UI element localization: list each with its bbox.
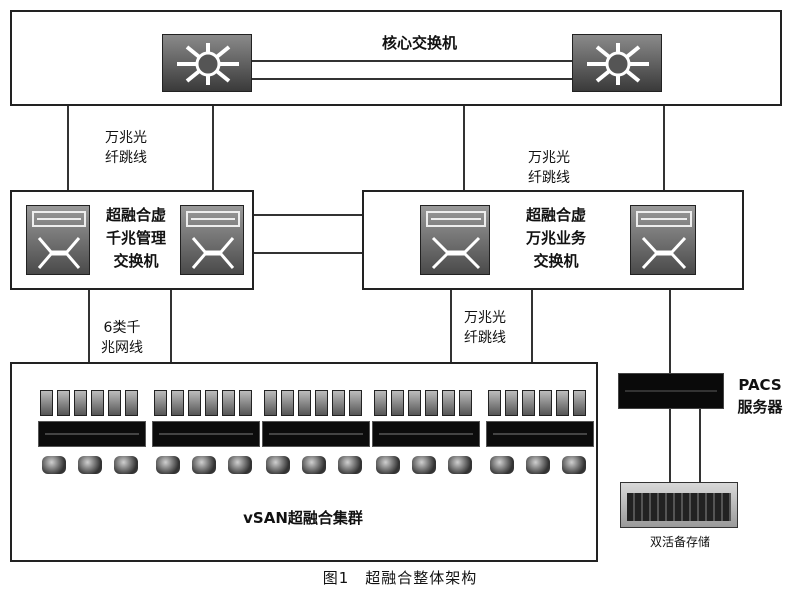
cluster-title: vSAN超融合集群: [243, 509, 363, 527]
disk-drive: [239, 390, 252, 416]
disk-drive: [125, 390, 138, 416]
server-chassis: [38, 421, 146, 447]
component-icon: [78, 456, 102, 474]
component-icon: [526, 456, 550, 474]
component-icon: [114, 456, 138, 474]
disk-drive: [154, 390, 167, 416]
disk-drive: [264, 390, 277, 416]
disk-drive: [539, 390, 552, 416]
link-pacs-storage-1: [669, 409, 671, 483]
disk-drive: [222, 390, 235, 416]
disk-drive: [505, 390, 518, 416]
link-core-biz-1: [463, 106, 465, 190]
core-switch-left-icon: [162, 34, 252, 92]
storage-title: 双活备存储: [649, 535, 710, 549]
server-node: [152, 390, 262, 480]
label-core-biz: 万兆光 纤跳线: [528, 150, 570, 186]
disk-drive: [425, 390, 438, 416]
storage-icon: [620, 482, 738, 528]
mgmt-switch-left-icon: [26, 205, 90, 275]
disk-drive: [391, 390, 404, 416]
storage-face: [627, 493, 731, 521]
biz-switch-left-icon: [420, 205, 490, 275]
disk-drive: [488, 390, 501, 416]
link-pacs-storage-2: [699, 409, 701, 483]
disk-drive: [459, 390, 472, 416]
disk-drive: [442, 390, 455, 416]
disk-drive: [349, 390, 362, 416]
link-core-mgmt-2: [212, 106, 214, 190]
component-icon: [448, 456, 472, 474]
component-icon: [266, 456, 290, 474]
component-icon: [412, 456, 436, 474]
server-chassis: [372, 421, 480, 447]
link-mgmt-cluster-2: [170, 290, 172, 362]
server-node: [486, 390, 596, 480]
link-core-mgmt-1: [67, 106, 69, 190]
biz-switch-right-icon: [630, 205, 696, 275]
disk-drive: [374, 390, 387, 416]
mgmt-switch-right-icon: [180, 205, 244, 275]
core-switch-title: 核心交换机: [382, 34, 458, 52]
pacs-server-icon: [618, 373, 724, 409]
component-icon: [156, 456, 180, 474]
figure-caption: 图1 超融合整体架构: [322, 569, 478, 587]
link-biz-cluster-1: [450, 290, 452, 362]
disk-drive: [57, 390, 70, 416]
core-link-top: [252, 60, 572, 62]
disk-drive: [298, 390, 311, 416]
component-icon: [42, 456, 66, 474]
core-switch-right-icon: [572, 34, 662, 92]
mgmt-switch-title: 超融合虚 千兆管理 交换机: [105, 206, 166, 270]
disk-drive: [108, 390, 121, 416]
disk-drive: [332, 390, 345, 416]
disk-drive: [171, 390, 184, 416]
server-chassis: [152, 421, 260, 447]
disk-drive: [408, 390, 421, 416]
disk-drive: [188, 390, 201, 416]
disk-drive: [281, 390, 294, 416]
component-icon: [562, 456, 586, 474]
disk-drive: [522, 390, 535, 416]
link-biz-cluster-2: [531, 290, 533, 362]
disk-drive: [205, 390, 218, 416]
disk-drive: [573, 390, 586, 416]
disk-drive: [91, 390, 104, 416]
biz-switch-title: 超融合虚 万兆业务 交换机: [525, 206, 586, 270]
component-icon: [228, 456, 252, 474]
disk-drive: [74, 390, 87, 416]
component-icon: [302, 456, 326, 474]
server-chassis: [262, 421, 370, 447]
core-link-bottom: [252, 78, 572, 80]
component-icon: [376, 456, 400, 474]
label-mgmt-cluster: 6类千 兆网线: [101, 320, 143, 356]
pacs-title: PACS 服务器: [737, 376, 783, 416]
label-biz-cluster: 万兆光 纤跳线: [464, 310, 506, 346]
disk-drive: [40, 390, 53, 416]
link-mgmt-biz-2: [254, 252, 362, 254]
component-icon: [490, 456, 514, 474]
disk-drive: [315, 390, 328, 416]
link-mgmt-biz-1: [254, 214, 362, 216]
server-node: [38, 390, 148, 480]
link-core-biz-2: [663, 106, 665, 190]
component-icon: [338, 456, 362, 474]
component-icon: [192, 456, 216, 474]
core-switch-box: [10, 10, 782, 106]
server-node: [262, 390, 372, 480]
link-biz-pacs: [669, 290, 671, 374]
link-mgmt-cluster-1: [88, 290, 90, 362]
label-core-mgmt: 万兆光 纤跳线: [105, 130, 147, 166]
server-chassis: [486, 421, 594, 447]
server-node: [372, 390, 482, 480]
disk-drive: [556, 390, 569, 416]
